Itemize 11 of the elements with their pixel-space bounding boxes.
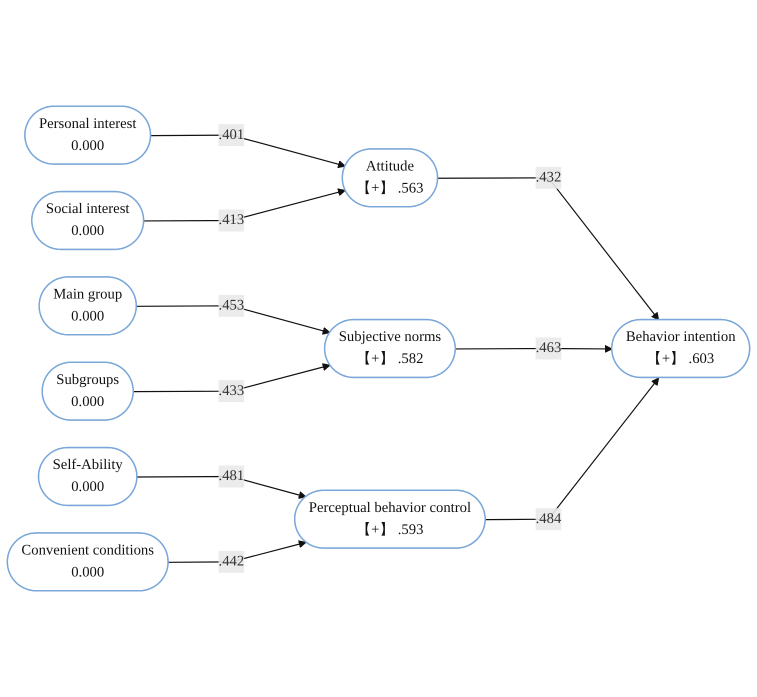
edge-label: .433 [218,382,244,399]
edge-label: .453 [218,298,244,314]
edge-label: .484 [536,510,562,527]
edge-label: .401 [218,126,244,142]
arrow [486,378,660,520]
edge-label: .463 [536,340,562,356]
edge-label: .413 [218,212,244,228]
edge-label: .481 [218,468,244,484]
arrow [438,177,660,320]
edge-label: .432 [536,170,562,186]
edge-label: .442 [218,554,244,570]
